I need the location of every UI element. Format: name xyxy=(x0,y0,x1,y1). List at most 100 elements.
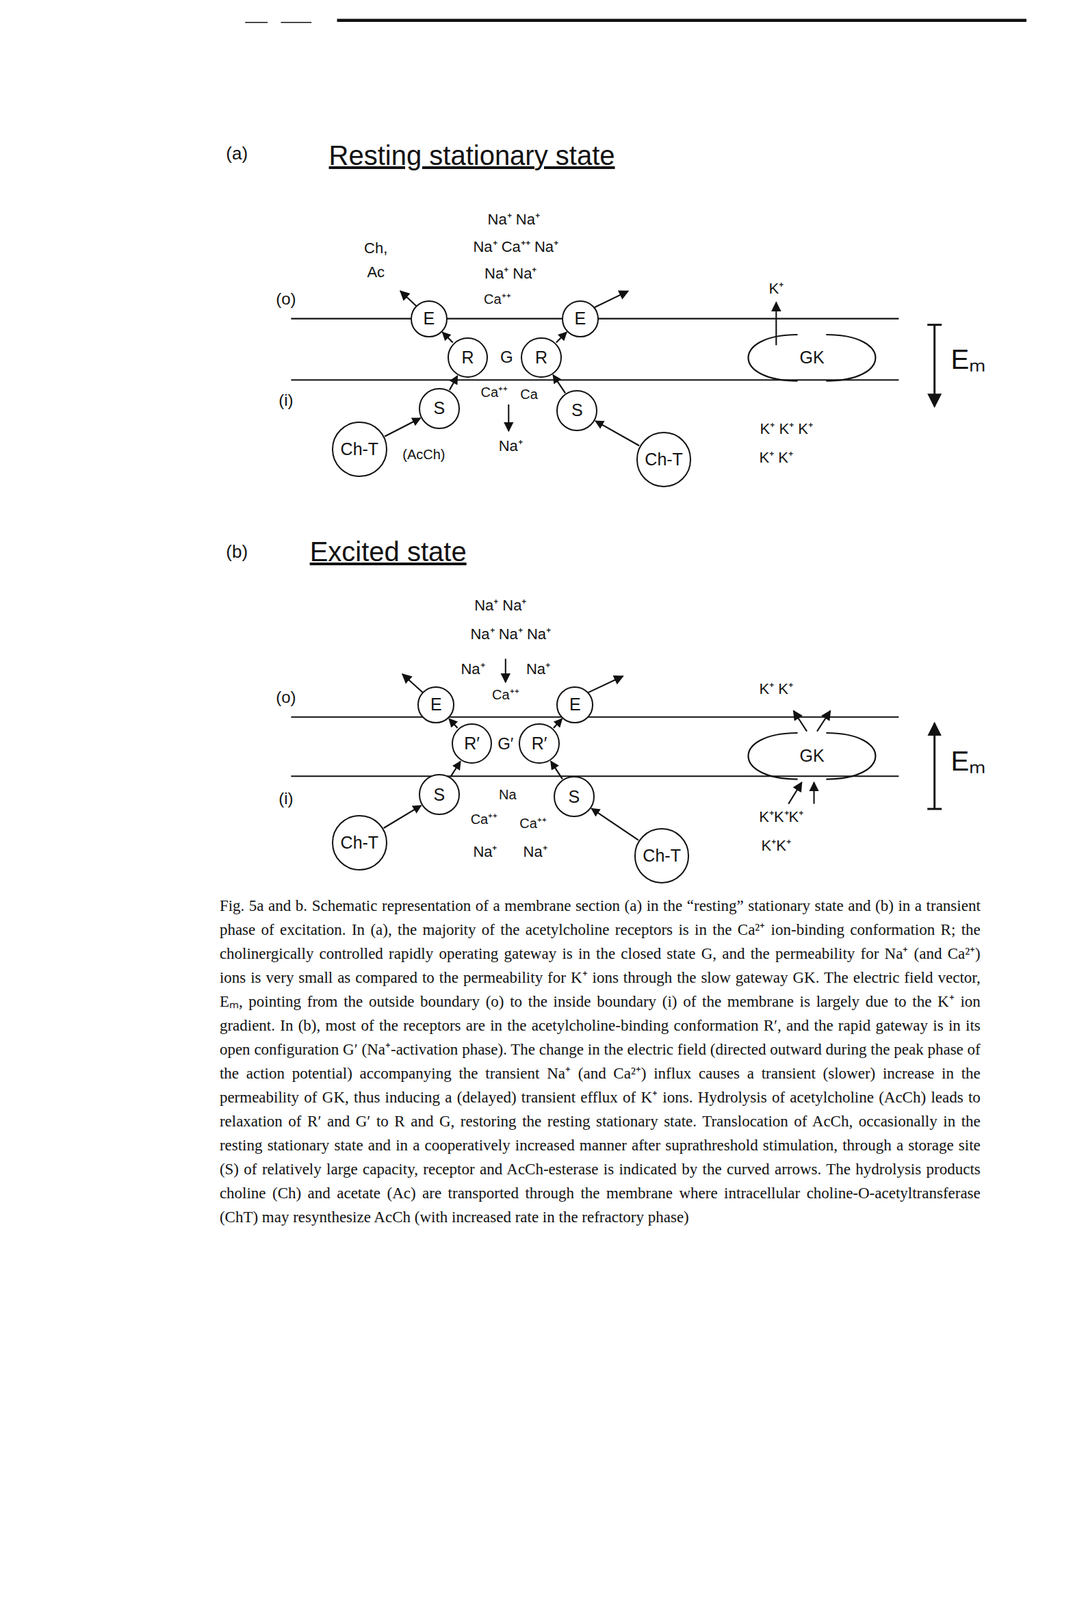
na-influx-arrow xyxy=(505,658,507,683)
translocation-arrow xyxy=(553,718,562,729)
translocation-arrow xyxy=(595,420,640,446)
ion-label: K⁺ K⁺ K⁺ xyxy=(760,420,813,438)
node-label: R xyxy=(461,347,475,368)
translocation-arrow xyxy=(450,761,461,778)
k-efflux-arrow xyxy=(788,782,802,804)
ion-label: Eₘ xyxy=(951,344,987,375)
scan-bar xyxy=(337,19,1027,22)
field-bar xyxy=(927,808,942,811)
molecule-circle: Ch-T xyxy=(636,431,692,488)
translocation-arrow xyxy=(448,718,458,729)
ion-label: Ca⁺⁺ xyxy=(492,687,520,703)
molecule-circle: S xyxy=(556,390,598,432)
ion-label: Na⁺ xyxy=(498,437,523,455)
membrane-inner xyxy=(290,775,899,777)
node-label: Ch-T xyxy=(340,439,380,460)
efflux-arrow xyxy=(588,676,624,693)
ion-label: G xyxy=(500,348,514,367)
ion-label: K⁺K⁺ xyxy=(761,837,792,855)
node-label: GK xyxy=(799,347,824,368)
ion-label: (b) xyxy=(225,541,248,562)
scan-bar xyxy=(244,21,268,23)
ion-label: (a) xyxy=(225,143,248,164)
ion-label: Ch, xyxy=(364,240,388,257)
molecule-circle: E xyxy=(561,300,599,338)
node-label: Ch-T xyxy=(644,449,683,470)
molecule-circle: Ch-T xyxy=(634,828,690,884)
node-label: Ch-T xyxy=(340,832,380,853)
panel-heading: Resting stationary state xyxy=(329,140,616,171)
ion-label: Eₘ xyxy=(951,745,987,777)
na-arrow xyxy=(507,404,510,432)
ion-label: Ca⁺⁺ xyxy=(483,291,512,307)
ion-label: (i) xyxy=(278,789,293,808)
ion-label: Na xyxy=(498,786,517,803)
efflux-arrow xyxy=(402,674,423,693)
gateway-half xyxy=(825,732,876,780)
ion-label: Ca xyxy=(520,386,538,402)
scan-bar xyxy=(280,21,312,23)
gateway-half xyxy=(825,334,876,382)
molecule-circle: S xyxy=(418,388,460,430)
ion-label: Na⁺ Na⁺ xyxy=(487,211,540,228)
node-label: E xyxy=(423,308,436,329)
ion-label: K⁺ K⁺ xyxy=(759,449,794,467)
spacer xyxy=(292,173,650,174)
node-label: R′ xyxy=(531,733,548,754)
efflux-arrow xyxy=(594,290,629,308)
k-efflux-arrow xyxy=(812,782,815,804)
translocation-arrow xyxy=(550,760,563,779)
molecule-circle: R xyxy=(447,337,489,379)
node-label: S xyxy=(433,784,445,805)
molecule-circle: R′ xyxy=(518,723,560,765)
membrane-outer xyxy=(290,716,899,718)
translocation-arrow xyxy=(556,331,567,343)
translocation-arrow xyxy=(384,418,421,437)
ion-label: Ca⁺⁺ xyxy=(481,384,509,400)
node-label: R xyxy=(535,347,548,368)
field-arrow xyxy=(933,723,936,809)
molecule-circle: E xyxy=(410,300,448,338)
figure-caption: Fig. 5a and b. Schematic representation … xyxy=(219,893,981,1230)
gateway-half xyxy=(748,334,798,382)
molecule-circle: R′ xyxy=(451,723,493,765)
ion-label: (i) xyxy=(278,391,293,410)
node-label: GK xyxy=(799,745,824,766)
ion-label: Ca⁺⁺ xyxy=(519,815,547,831)
node-label: E xyxy=(430,694,443,715)
ion-label: Ca⁺⁺ xyxy=(470,811,499,827)
node-label: S xyxy=(433,398,445,419)
translocation-arrow xyxy=(442,331,454,343)
node-label: Ch-T xyxy=(642,845,681,866)
ion-label: Na⁺ Na⁺ xyxy=(484,265,537,282)
translocation-arrow xyxy=(591,808,639,840)
gateway-symbol: GK xyxy=(740,333,884,383)
molecule-circle: Ch-T xyxy=(331,421,388,477)
ion-label: Na⁺ Na⁺ xyxy=(474,597,527,614)
k-efflux-arrow xyxy=(793,710,807,732)
ion-label: Na⁺ xyxy=(460,660,485,677)
molecule-circle: Ch-T xyxy=(331,815,388,871)
panel-heading: Excited state xyxy=(309,536,467,567)
ion-label: Ac xyxy=(366,264,385,281)
efflux-arrow xyxy=(400,290,417,306)
k-efflux-arrow xyxy=(775,302,777,346)
ion-label: (o) xyxy=(275,688,296,707)
ion-label: Na⁺ Ca⁺⁺ Na⁺ xyxy=(472,238,559,256)
ion-label: (o) xyxy=(275,290,296,308)
gateway-half xyxy=(748,732,798,780)
membrane-inner xyxy=(290,379,899,381)
node-label: S xyxy=(571,400,584,421)
ion-label: Na⁺ xyxy=(526,660,551,677)
translocation-arrow xyxy=(383,805,422,829)
molecule-circle: S xyxy=(418,773,460,816)
field-arrow xyxy=(933,325,936,407)
ion-label: K⁺ xyxy=(768,280,784,297)
node-label: R′ xyxy=(463,733,480,754)
translocation-arrow xyxy=(449,375,458,391)
ion-label: (AcCh) xyxy=(402,446,445,462)
molecule-circle: E xyxy=(417,686,455,724)
ion-label: Na⁺ Na⁺ Na⁺ xyxy=(470,626,551,643)
ion-label: Na⁺ xyxy=(523,843,548,861)
field-bar xyxy=(927,323,942,326)
